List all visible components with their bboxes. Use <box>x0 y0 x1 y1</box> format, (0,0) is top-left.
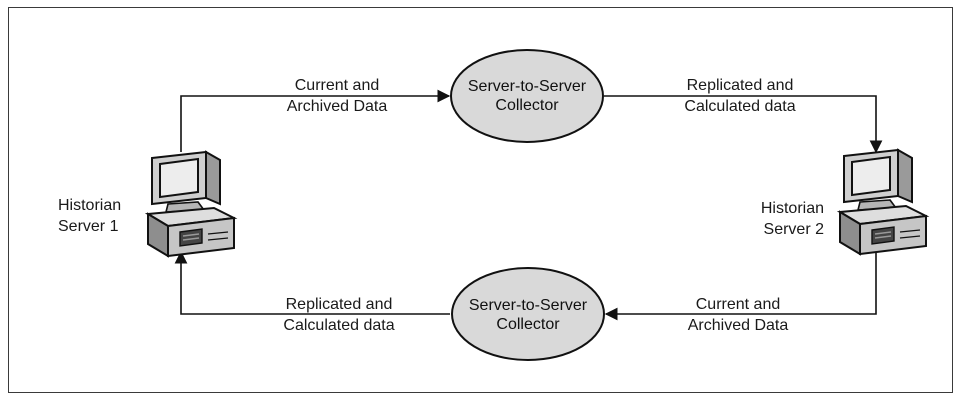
server2-computer-icon <box>839 149 927 255</box>
top-collector-label: Server-to-Server Collector <box>467 78 587 114</box>
bottom-collector-label: Server-to-Server Collector <box>468 297 588 333</box>
server1-computer-icon <box>147 151 235 257</box>
flow-line-top-collector-to-server2 <box>604 95 883 154</box>
server1-label: Historian Server 1 <box>58 197 122 235</box>
flow-line-server1-to-top-collector <box>180 89 451 152</box>
bottom-collector-node <box>451 267 605 361</box>
flow-label-top-left: Current and Archived Data <box>286 77 388 115</box>
flow-line-server2-to-bottom-collector <box>604 252 877 321</box>
server2-label: Historian Server 2 <box>760 200 824 238</box>
top-collector-node <box>450 49 604 143</box>
flow-label-bottom-right: Current and Archived Data <box>687 296 789 334</box>
diagram-frame <box>8 7 953 393</box>
flow-label-bottom-left: Replicated and Calculated data <box>283 296 395 334</box>
flow-label-top-right: Replicated and Calculated data <box>684 77 796 115</box>
flow-line-bottom-collector-to-server1 <box>174 250 450 315</box>
